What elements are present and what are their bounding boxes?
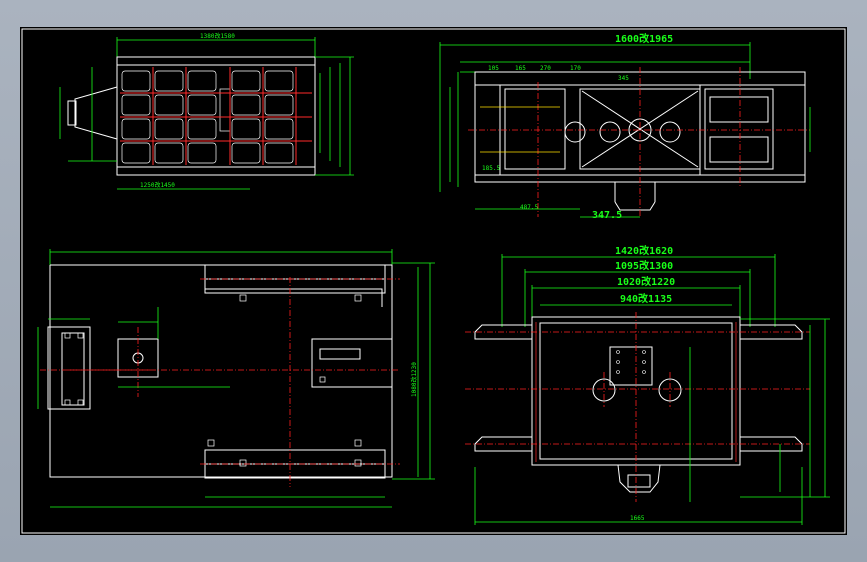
- dim-sub-1: 105: [488, 65, 499, 72]
- dim-sub-4: 170: [570, 65, 581, 72]
- dim-top-right-top: 1600改1965: [615, 32, 673, 45]
- dim-bottom-right-1: 1420改1620: [615, 244, 673, 257]
- left-plate: [47, 326, 91, 410]
- cad-drawing-canvas[interactable]: 1380改1580 1250改1450: [20, 27, 847, 535]
- drawing-sheet: 1380改1580 1250改1450: [21, 28, 846, 534]
- dim-top-right-left: 185.5: [482, 165, 500, 172]
- bottom-left-view: 1080改1230: [37, 249, 435, 508]
- dim-bottom-right-bottom: 1665: [630, 515, 645, 522]
- top-left-view: 1380改1580 1250改1450: [59, 32, 354, 190]
- dim-sub-2: 165: [515, 65, 526, 72]
- dim-top-left-bottom: 1250改1450: [140, 181, 175, 189]
- dim-top-right-bottom-b: 347.5: [592, 210, 622, 221]
- dim-top-left-top: 1380改1580: [200, 32, 235, 40]
- dim-sub-5: 345: [618, 75, 629, 82]
- frame-outline: [116, 56, 316, 176]
- sheet-border: [21, 28, 846, 534]
- dim-bottom-left-right: 1080改1230: [410, 362, 418, 397]
- dim-bottom-right-4: 940改1135: [620, 292, 672, 305]
- dim-bottom-right-3: 1020改1220: [617, 275, 675, 288]
- top-right-view: 1600改1965 105 165 270 170 345: [439, 32, 811, 221]
- dim-top-right-bottom-a: 487.5: [520, 204, 538, 211]
- bottom-right-view: 1420改1620 1095改1300 1020改1220 940改1135: [465, 244, 830, 525]
- dim-sub-3: 270: [540, 65, 551, 72]
- dim-bottom-right-2: 1095改1300: [615, 259, 673, 272]
